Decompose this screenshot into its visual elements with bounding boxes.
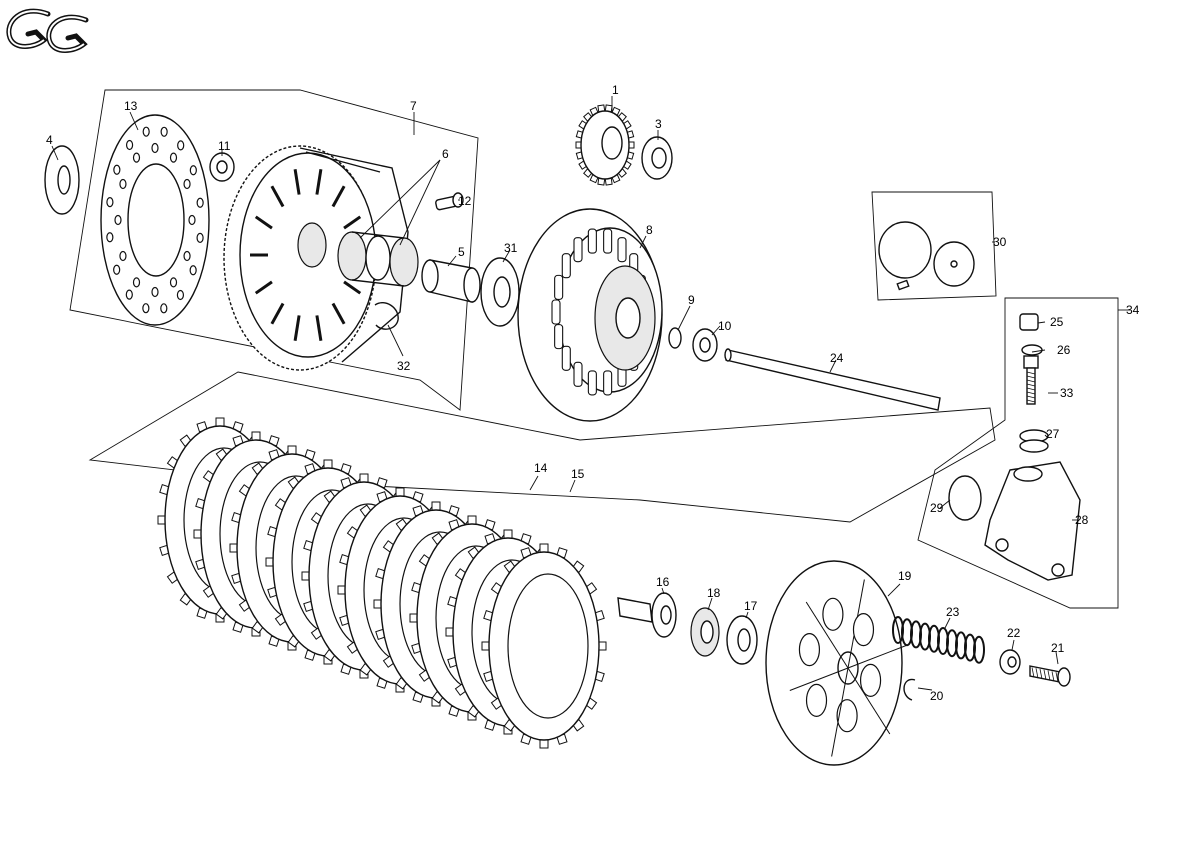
- callout-18: 18: [707, 586, 721, 600]
- part-19-pressure-plate: [765, 560, 907, 766]
- callout-10: 10: [718, 319, 732, 333]
- part-11-nut: [209, 152, 235, 182]
- callout-13: 13: [124, 99, 138, 113]
- group-outline-kit-34: [917, 297, 1119, 609]
- part-8-clutch-hub: [517, 208, 663, 422]
- part-20-circlip: [903, 678, 916, 701]
- part-14-15-clutch-plates: [157, 417, 607, 749]
- brand-logo: [6, 8, 89, 53]
- part-16-push-piece: [617, 592, 677, 638]
- part-13-disk: [100, 114, 210, 326]
- callout-11: 11: [218, 139, 231, 153]
- callout-3: 3: [655, 117, 662, 131]
- callout-9: 9: [688, 293, 695, 307]
- callout-8: 8: [646, 223, 653, 237]
- group-outline-basket: [69, 89, 479, 411]
- leader-lines: [51, 96, 1130, 691]
- group-outline-kit-30: [871, 191, 997, 301]
- callout-29: 29: [930, 501, 944, 515]
- part-3-bearing: [641, 136, 673, 180]
- part-4-washer: [44, 145, 80, 215]
- callout-27: 27: [1046, 427, 1060, 441]
- part-26-nut: [1021, 344, 1043, 356]
- part-27-o-ring: [1019, 429, 1049, 453]
- part-31-washer: [480, 257, 520, 327]
- group-outline-plates: [88, 371, 996, 523]
- callout-5: 5: [458, 245, 465, 259]
- part-1-gear: [575, 104, 635, 186]
- part-24-push-rod: [724, 348, 941, 411]
- part-33-bolt: [1023, 355, 1039, 405]
- part-25-spring-cap: [1019, 313, 1039, 331]
- callout-26: 26: [1057, 343, 1071, 357]
- part-23-spring: [892, 616, 985, 664]
- callout-6: 6: [442, 147, 449, 161]
- callout-34: 34: [1126, 303, 1140, 317]
- callout-12: 12: [458, 194, 472, 208]
- callout-16: 16: [656, 575, 670, 589]
- part-32-circlip: [374, 302, 399, 330]
- callout-32: 32: [397, 359, 411, 373]
- part-18-thrust-bearing: [690, 607, 720, 657]
- callout-20: 20: [930, 689, 944, 703]
- callout-1: 1: [612, 83, 619, 97]
- callout-19: 19: [898, 569, 912, 583]
- part-7-clutch-basket: [223, 145, 409, 371]
- callout-4: 4: [46, 133, 53, 147]
- part-5-bushing: [421, 259, 481, 303]
- callout-7: 7: [410, 99, 417, 113]
- callout-33: 33: [1060, 386, 1074, 400]
- callout-28: 28: [1075, 513, 1089, 527]
- part-6-needle-bearings: [337, 231, 419, 287]
- part-9-washer: [668, 327, 682, 349]
- part-17-washer: [726, 615, 758, 665]
- callout-21: 21: [1051, 641, 1065, 655]
- callout-17: 17: [744, 599, 758, 613]
- callout-25: 25: [1050, 315, 1064, 329]
- callout-15: 15: [571, 467, 585, 481]
- part-29-seal: [948, 475, 982, 521]
- callout-31: 31: [504, 241, 518, 255]
- part-21-screw: [1029, 665, 1071, 687]
- callout-14: 14: [534, 461, 548, 475]
- callout-30: 30: [993, 235, 1007, 249]
- part-30-gasket-kit: [878, 221, 975, 291]
- part-10-nut: [692, 328, 718, 362]
- part-28-slave-cylinder: [984, 461, 1081, 581]
- callout-23: 23: [946, 605, 960, 619]
- part-22-cap: [999, 649, 1021, 675]
- callout-24: 24: [830, 351, 844, 365]
- callout-22: 22: [1007, 626, 1021, 640]
